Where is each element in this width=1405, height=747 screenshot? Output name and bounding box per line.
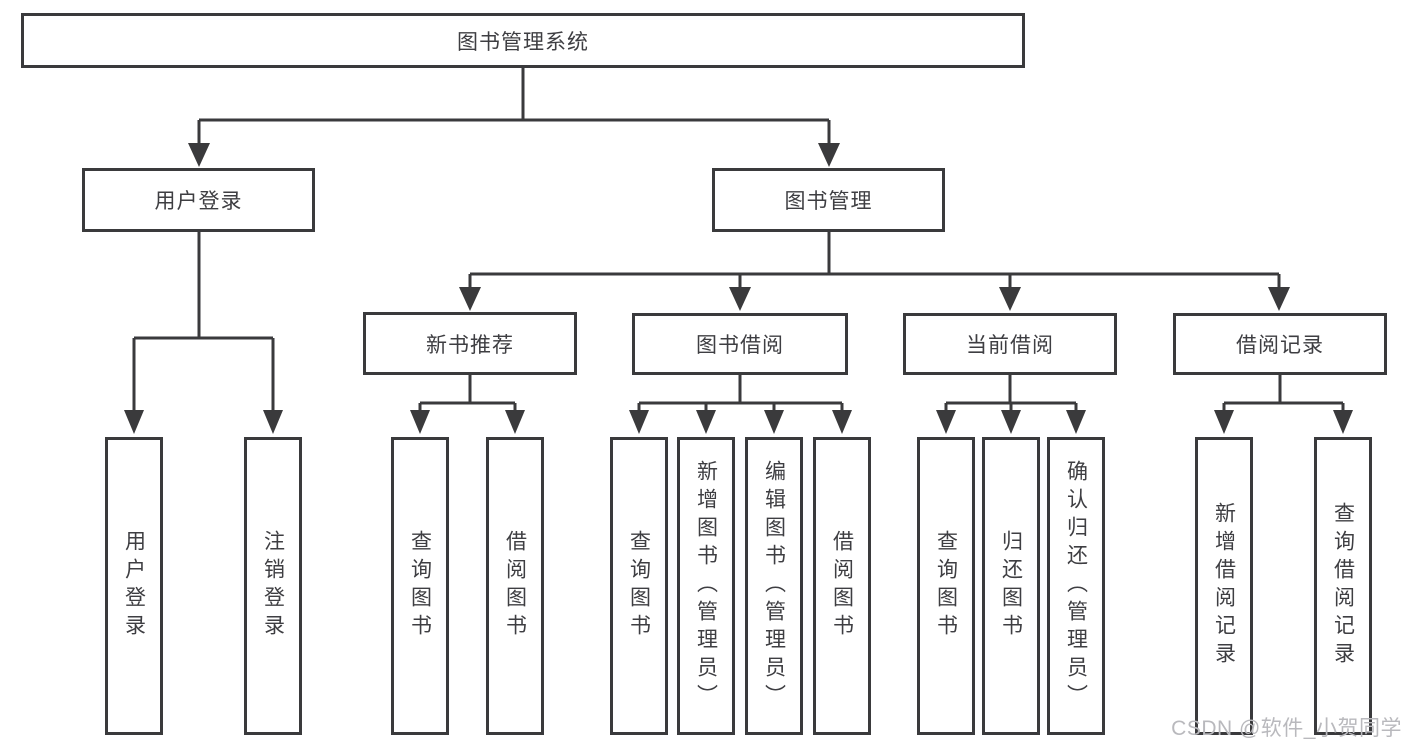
node-label: 编辑图书（管理员）: [762, 460, 786, 712]
leaf-add-borrow-record: 新增借阅记录: [1195, 437, 1253, 735]
node-label: 确认归还（管理员）: [1064, 460, 1088, 712]
arrow-head: [459, 287, 481, 311]
arrow-head: [696, 410, 716, 434]
leaf-query-books: 查询图书: [391, 437, 449, 735]
arrow-head: [764, 410, 784, 434]
arrow-head: [410, 410, 430, 434]
node-label: 借阅记录: [1236, 334, 1324, 357]
leaf-borrow-books: 借阅图书: [813, 437, 871, 735]
node-label: 新增图书（管理员）: [694, 460, 718, 712]
arrow-head: [832, 410, 852, 434]
node-label: 借阅图书: [503, 530, 527, 642]
arrow-head: [629, 410, 649, 434]
node-label: 查询图书: [934, 530, 958, 642]
node-label: 图书管理: [784, 190, 873, 213]
node-label: 归还图书: [999, 530, 1023, 642]
csdn-watermark: CSDN @软件_小贺同学: [1171, 717, 1402, 740]
arrow-head: [124, 410, 144, 434]
connector-userlogin-to-leaves: [132, 232, 275, 412]
arrow-head: [818, 143, 840, 167]
node-library-management-system: 图书管理系统: [21, 13, 1025, 68]
arrow-head: [729, 287, 751, 311]
node-label: 查询借阅记录: [1331, 502, 1355, 670]
arrow-head: [1066, 410, 1086, 434]
arrow-head: [505, 410, 525, 434]
connector-currentborrow-to-leaves: [944, 375, 1078, 412]
node-label: 图书管理系统: [457, 30, 589, 54]
leaf-confirm-return-admin: 确认归还（管理员）: [1047, 437, 1105, 735]
node-label: 注销登录: [261, 530, 285, 642]
node-current-borrowing: 当前借阅: [903, 313, 1117, 375]
node-label: 图书借阅: [696, 334, 784, 357]
node-label: 新书推荐: [426, 333, 514, 357]
arrow-head: [1268, 287, 1290, 311]
node-label: 查询图书: [627, 530, 651, 642]
node-book-borrowing: 图书借阅: [632, 313, 848, 375]
node-label: 当前借阅: [966, 334, 1054, 357]
arrow-head: [936, 410, 956, 434]
leaf-borrow-books: 借阅图书: [486, 437, 544, 735]
leaf-return-book: 归还图书: [982, 437, 1040, 735]
node-new-book-recommendation: 新书推荐: [363, 312, 577, 375]
arrow-head: [999, 287, 1021, 311]
arrow-head: [1214, 410, 1234, 434]
node-user-login: 用户登录: [82, 168, 315, 232]
node-borrowing-records: 借阅记录: [1173, 313, 1387, 375]
connector-borrowrecord-to-leaves: [1222, 375, 1345, 412]
leaf-query-books: 查询图书: [917, 437, 975, 735]
arrow-head: [1333, 410, 1353, 434]
node-label: 借阅图书: [830, 530, 854, 642]
connector-bookborrow-to-leaves: [637, 375, 844, 412]
node-label: 查询图书: [408, 530, 432, 642]
leaf-query-books: 查询图书: [610, 437, 668, 735]
leaf-query-borrow-record: 查询借阅记录: [1314, 437, 1372, 735]
leaf-user-login: 用户登录: [105, 437, 163, 735]
connector-bookmgmt-to-l3: [468, 232, 1281, 290]
arrow-head: [188, 143, 210, 167]
node-label: 新增借阅记录: [1212, 502, 1236, 670]
leaf-add-book-admin: 新增图书（管理员）: [677, 437, 735, 735]
arrow-head: [263, 410, 283, 434]
leaf-logout: 注销登录: [244, 437, 302, 735]
node-label: 用户登录: [122, 530, 146, 642]
arrow-head: [1001, 410, 1021, 434]
node-book-management: 图书管理: [712, 168, 945, 232]
node-label: 用户登录: [154, 190, 243, 213]
connector-newbook-to-leaves: [418, 375, 517, 412]
connector-root-to-l2: [197, 68, 831, 146]
leaf-edit-book-admin: 编辑图书（管理员）: [745, 437, 803, 735]
